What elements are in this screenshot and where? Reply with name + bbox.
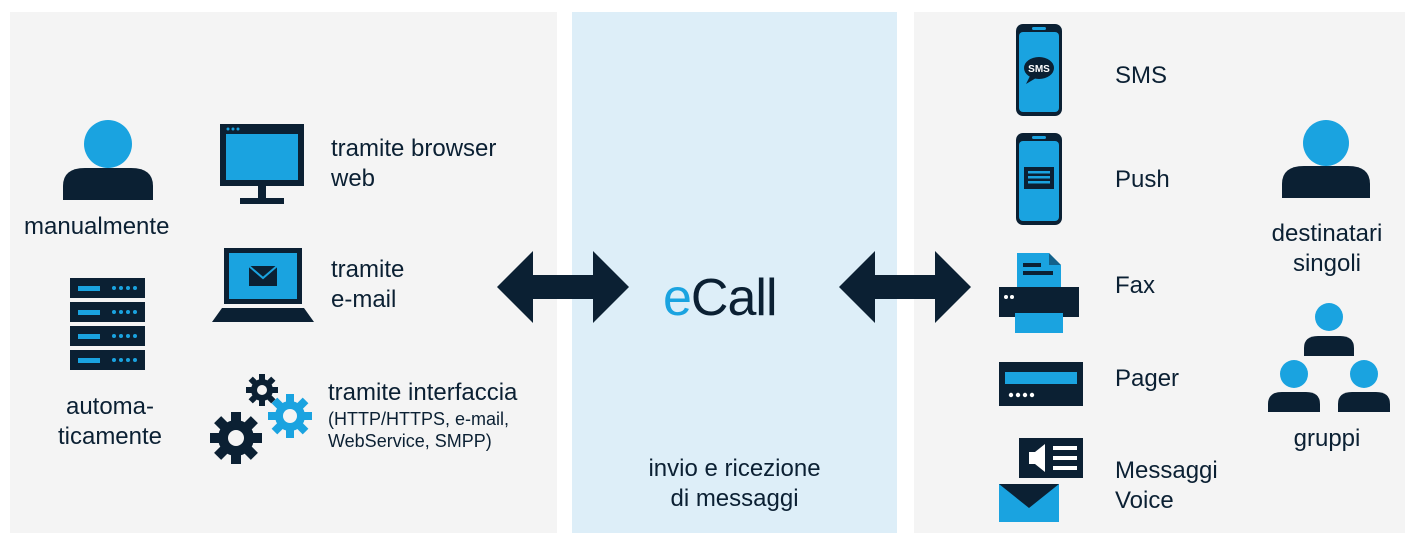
manual-label: manualmente [24,213,170,240]
person-icon [1282,120,1370,198]
channel-email-line1: tramite [331,256,405,283]
ecall-panel [572,12,897,533]
channel-interface-label: tramite interfaccia (HTTP/HTTPS, e-mail,… [328,378,517,452]
channel-interface-line3: WebService, SMPP) [328,431,492,451]
output-push-label: Push [1115,166,1170,193]
output-sms-label: SMS [1115,62,1168,89]
person-icon [63,120,153,200]
channel-browser-line1: tramite browser [331,135,497,162]
pager-icon [999,362,1083,406]
output-voice-line1: Messaggi [1115,457,1218,484]
ecall-caption: invio e ricezione di messaggi [572,454,897,514]
channel-email-line2: e-mail [331,286,397,313]
automatic-label-line2: ticamente [57,423,163,450]
fax-icon [999,253,1079,333]
group-icon [1268,303,1390,412]
voice-message-icon [999,438,1083,522]
ecall-logo: eCall [663,268,777,328]
right-double-arrow-icon [839,251,971,323]
channel-browser-line2: web [331,165,376,192]
channel-interface-line2: (HTTP/HTTPS, e-mail, [328,409,510,429]
ecall-logo-e: e [663,269,692,327]
sms-phone-icon: SMS [1016,24,1062,116]
automatic-label-line1: automa- [65,393,155,420]
ecall-caption-line2: di messaggi [670,485,799,512]
output-pager-label: Pager [1115,365,1180,392]
channel-interface-line1: tramite interfaccia [328,379,518,406]
push-phone-icon [1016,133,1062,225]
ecall-logo-rest: Call [690,269,778,327]
laptop-mail-icon [212,248,314,322]
outputs-panel [914,12,1405,533]
automatic-label: automa- ticamente [52,392,168,452]
server-icon [70,278,145,370]
channel-browser-label: tramite browser web [331,134,496,194]
channel-email-label: tramite e-mail [331,255,404,315]
recipients-single-line1: destinatari [1271,220,1383,247]
ecall-caption-line1: invio e ricezione [648,455,821,482]
gears-icon [210,374,312,464]
recipients-single-line2: singoli [1292,250,1362,277]
recipients-groups-label: gruppi [1293,425,1361,452]
output-fax-label: Fax [1115,272,1156,299]
monitor-icon [220,124,304,204]
sms-badge: SMS [1028,64,1050,75]
recipients-single-label: destinatari singoli [1252,219,1402,279]
left-double-arrow-icon [497,251,629,323]
output-voice-line2: Voice [1115,487,1174,514]
output-voice-label: Messaggi Voice [1115,456,1218,516]
